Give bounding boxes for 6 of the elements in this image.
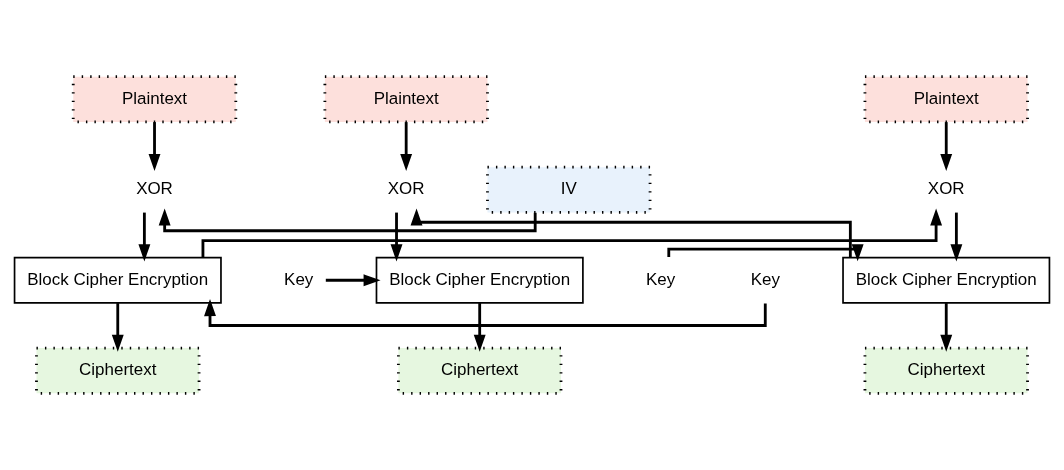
node-text: Key [646,269,676,289]
node-text: XOR [136,179,173,199]
node-text: XOR [927,179,965,199]
node-text: Key [750,269,780,289]
node-text: XOR [387,179,425,199]
node-text: Key [284,269,314,289]
